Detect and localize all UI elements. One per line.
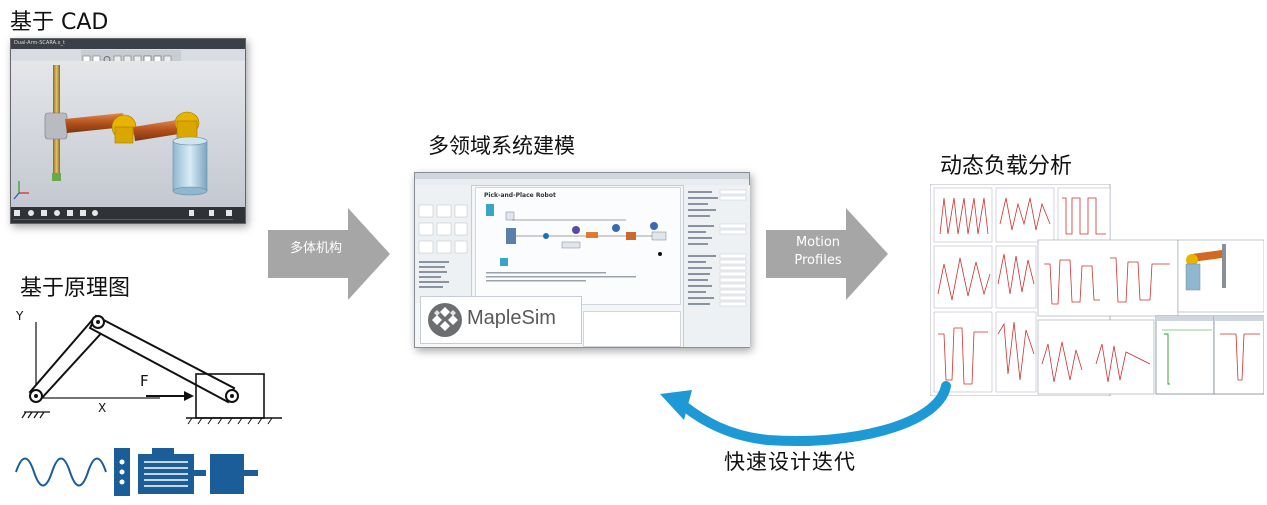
canvas-title: Pick-and-Place Robot: [484, 192, 556, 199]
analysis-robot-view: [1177, 239, 1264, 313]
cad-robot-arm-2: [133, 119, 185, 141]
arrow-multibody: [268, 208, 390, 300]
plot-tile-1: [933, 187, 993, 243]
plot-tile-front-1: [1155, 315, 1215, 395]
arrow-multibody-label: 多体机构: [289, 241, 342, 256]
maplesim-logo: MapleSim: [420, 296, 582, 344]
signal-source-icon: [15, 457, 107, 487]
iteration-label: 快速设计迭代: [724, 450, 856, 474]
model-canvas[interactable]: Pick-and-Place Robot: [475, 187, 681, 305]
plot-tile-front-2: [1213, 315, 1264, 395]
maplesim-titlebar: [415, 173, 749, 179]
plot-tile-2: [995, 187, 1055, 243]
cad-titlebar: Dual-Arm-SCARA.x_t: [11, 39, 245, 49]
cad-axis-triad-icon: [13, 181, 29, 200]
cad-bottom-icons[interactable]: [11, 207, 245, 223]
maplesim-toolbar[interactable]: [415, 179, 749, 186]
analysis-title: 动态负载分析: [940, 154, 1073, 179]
component-icons: [15, 448, 258, 496]
schematic-title: 基于原理图: [20, 276, 131, 301]
load-icon: [210, 454, 258, 494]
library-panel[interactable]: [415, 185, 472, 303]
arrow-motion-profiles-line1: Motion: [795, 235, 841, 250]
console-panel[interactable]: [583, 311, 681, 347]
cad-bottom-toolbar: [11, 207, 245, 223]
maplesim-logo-icon: [428, 303, 462, 337]
arrow-motion-profiles: [766, 208, 888, 300]
cad-window: Dual-Arm-SCARA.x_t: [10, 38, 246, 224]
cad-title: 基于 CAD: [10, 10, 109, 35]
plot-tile-4: [933, 245, 993, 309]
schematic-label-x: X: [98, 401, 106, 415]
cad-robot-base: [172, 140, 208, 192]
motor-icon: [138, 448, 206, 494]
cad-toolbar: [81, 50, 181, 64]
plot-tile-5: [995, 245, 1037, 309]
arrow-motion-profiles-label: Motion Profiles: [766, 234, 870, 270]
analysis-plots: [930, 184, 1264, 396]
plot-tile-7: [933, 311, 993, 393]
iteration-loop-arrow: [660, 381, 951, 447]
plot-tile-6: [1037, 239, 1179, 317]
cad-robot-tool: [52, 173, 61, 181]
modeling-title: 多领域系统建模: [428, 134, 575, 158]
controller-icon: [114, 448, 130, 496]
plot-tile-9: [1037, 319, 1155, 395]
cad-robot-joint-gray: [44, 112, 68, 140]
plot-tile-3: [1057, 187, 1111, 243]
schematic-label-y: Y: [15, 309, 24, 323]
properties-panel[interactable]: [683, 185, 750, 347]
arrow-motion-profiles-line2: Profiles: [794, 253, 842, 268]
schematic-diagram: Y X F: [15, 309, 282, 425]
cad-viewport[interactable]: [11, 61, 245, 207]
schematic-label-f: F: [140, 372, 149, 390]
cad-tab-label[interactable]: Dual-Arm-SCARA.x_t: [14, 40, 65, 46]
schematic-link-2: [88, 314, 236, 404]
cad-robot-arm-1: [65, 113, 125, 133]
maplesim-logo-text: MapleSim: [467, 307, 556, 329]
maplesim-window: Pick-and-Place Robot: [414, 172, 750, 348]
plot-tile-8: [995, 311, 1037, 393]
